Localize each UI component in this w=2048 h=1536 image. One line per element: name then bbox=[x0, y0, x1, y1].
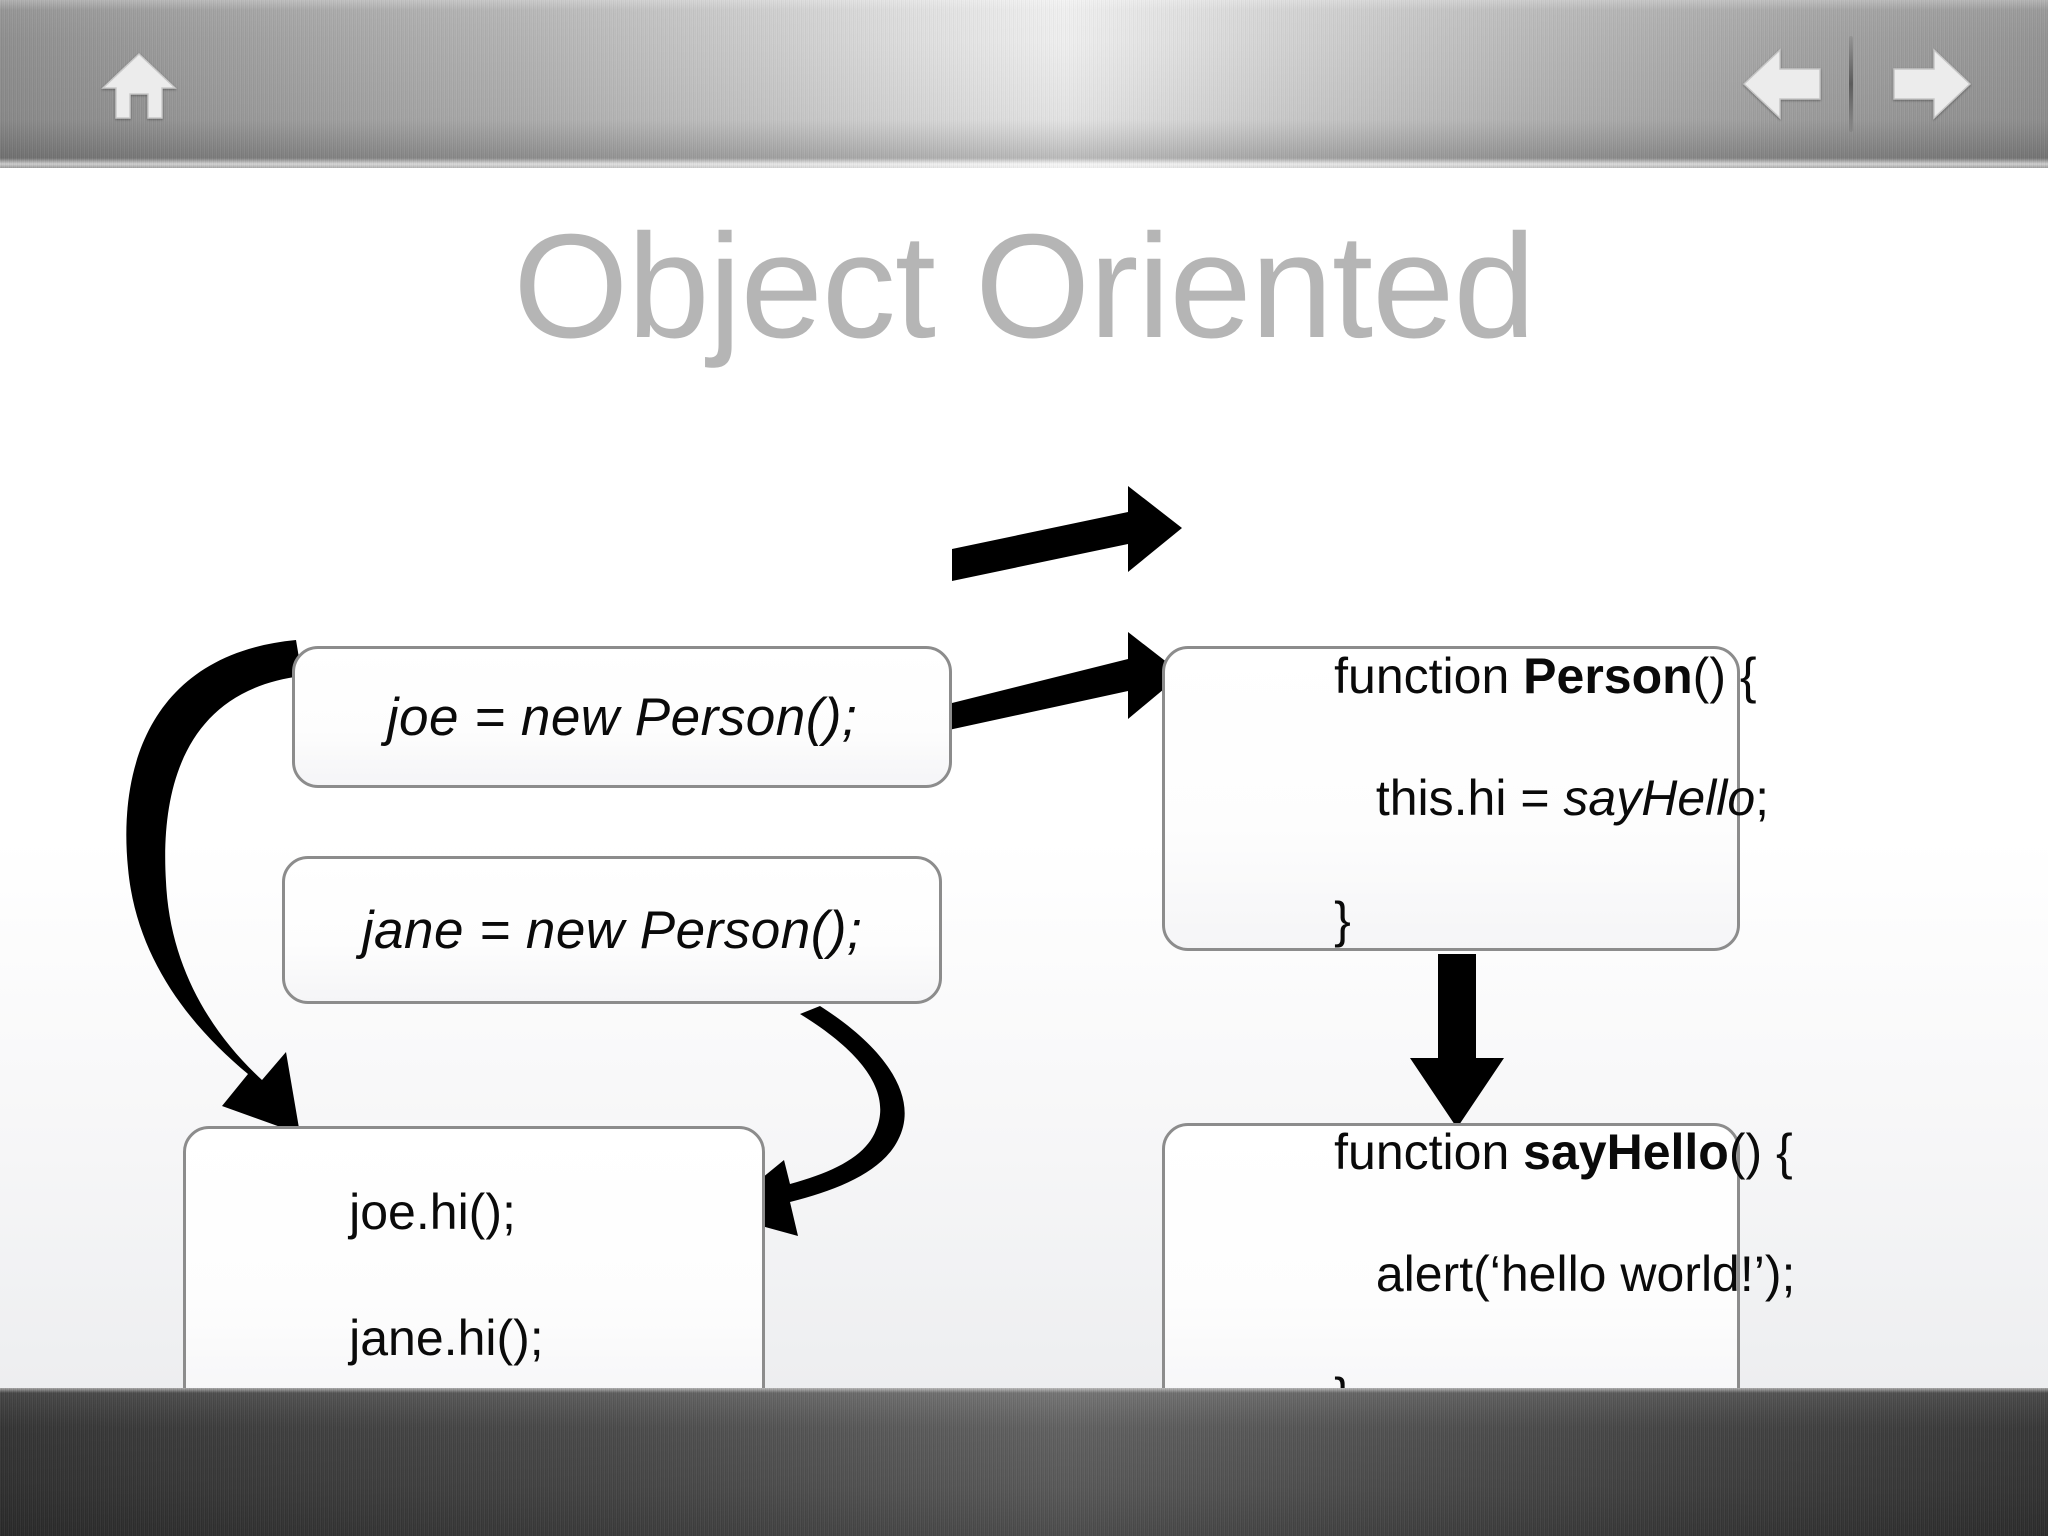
code-joe-line1: joe = new Person(); bbox=[386, 687, 858, 747]
code-sayhello-line1-kw: function bbox=[1334, 1123, 1524, 1180]
code-box-joe[interactable]: joe = new Person(); bbox=[292, 646, 952, 788]
code-person-body: function Person() { this.hi = sayHello; … bbox=[1165, 585, 1769, 1012]
code-sayhello-line1-name: sayHello bbox=[1523, 1123, 1729, 1180]
code-calls-line2: jane.hi(); bbox=[349, 1309, 544, 1366]
arrow-left-icon[interactable] bbox=[1740, 44, 1824, 124]
code-person-line2-tail: ; bbox=[1755, 770, 1770, 826]
code-box-sayhello[interactable]: function sayHello() { alert(‘hello world… bbox=[1162, 1123, 1795, 1388]
home-icon[interactable] bbox=[100, 50, 178, 122]
bottombar-texture bbox=[0, 1388, 2048, 1536]
toolbar-divider bbox=[1849, 36, 1853, 132]
code-person-line2-head: this.hi = bbox=[1334, 770, 1564, 826]
top-toolbar bbox=[0, 0, 2048, 168]
code-sayhello-line1-tail: () { bbox=[1728, 1123, 1793, 1180]
code-person-line1-kw: function bbox=[1334, 648, 1524, 704]
code-sayhello-body: function sayHello() { alert(‘hello world… bbox=[1165, 1061, 1795, 1389]
arrow-joe-to-person bbox=[952, 486, 1182, 581]
slide-canvas: Object Oriented bbox=[0, 168, 2048, 1388]
code-box-calls[interactable]: joe.hi(); jane.hi(); bbox=[183, 1126, 765, 1388]
code-box-jane[interactable]: jane = new Person(); bbox=[282, 856, 942, 1004]
code-calls-line1: joe.hi(); bbox=[349, 1183, 516, 1240]
page-title: Object Oriented bbox=[513, 204, 1536, 369]
code-jane-line1: jane = new Person(); bbox=[361, 900, 863, 960]
code-sayhello-line3: } bbox=[1334, 1368, 1351, 1389]
code-box-person[interactable]: function Person() { this.hi = sayHello; … bbox=[1162, 646, 1769, 951]
bottom-toolbar bbox=[0, 1388, 2048, 1536]
code-person-line3: } bbox=[1334, 892, 1351, 948]
code-person-line1-tail: () { bbox=[1692, 648, 1757, 704]
arrow-joe-to-calls bbox=[126, 640, 302, 1134]
code-calls-body: joe.hi(); jane.hi(); bbox=[186, 1118, 762, 1389]
code-person-line1-name: Person bbox=[1523, 648, 1693, 704]
code-person-line2-ref: sayHello bbox=[1563, 770, 1756, 826]
arrow-jane-to-person bbox=[944, 632, 1182, 731]
code-sayhello-line2: alert(‘hello world!’); bbox=[1334, 1245, 1796, 1302]
arrow-right-icon[interactable] bbox=[1890, 44, 1974, 124]
